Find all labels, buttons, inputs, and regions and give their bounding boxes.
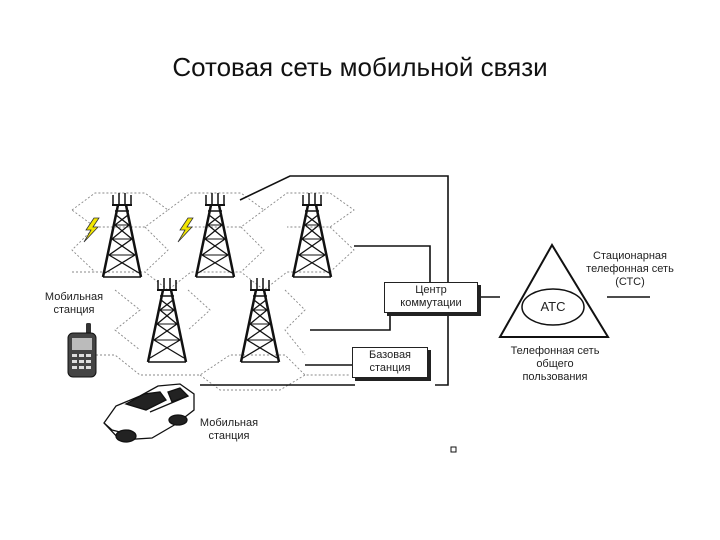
switching-center-label-2: коммутации: [400, 297, 462, 309]
base-station-box: Базовая станция: [352, 347, 428, 378]
stationary-network-label: Стационарная телефонная сеть (СТС): [580, 250, 680, 289]
stationary-network-line-2: телефонная сеть: [586, 263, 674, 275]
base-station-label-1: Базовая: [368, 349, 412, 361]
switching-center-label-1: Центр: [415, 284, 447, 296]
mobile-phone-icon: [67, 323, 97, 378]
public-network-line-2: общего: [536, 358, 574, 370]
mobile-station-label-left: Мобильная станция: [36, 291, 112, 317]
atc-circle: [521, 288, 585, 326]
lightning-icon: [177, 217, 194, 243]
public-network-line-3: пользования: [522, 371, 588, 383]
atc-label: АТС: [540, 299, 566, 314]
mobile-station-left-line-1: Мобильная: [44, 291, 104, 303]
cell-grid: [71, 192, 355, 391]
mobile-station-label-car: Мобильная станция: [191, 417, 267, 443]
tower-icon: [239, 276, 281, 364]
car-icon: [103, 383, 195, 443]
mobile-station-left-line-2: станция: [53, 304, 95, 316]
tower-icon: [146, 276, 188, 364]
connection-lines: [200, 175, 650, 386]
mobile-station-car-line-2: станция: [208, 430, 250, 442]
lightning-icon: [83, 217, 100, 243]
tower-icon: [194, 191, 236, 279]
tower-icon: [101, 191, 143, 279]
tower-icon: [291, 191, 333, 279]
public-network-label: Телефонная сеть общего пользования: [500, 345, 610, 384]
stationary-network-line-1: Стационарная: [593, 250, 667, 262]
base-station-label-2: станция: [369, 362, 411, 374]
mobile-station-car-line-1: Мобильная: [199, 417, 259, 429]
marker-square: [450, 446, 457, 453]
public-network-line-1: Телефонная сеть: [510, 345, 600, 357]
diagram-title: Сотовая сеть мобильной связи: [172, 52, 548, 82]
stationary-network-line-3: (СТС): [615, 276, 645, 288]
switching-center-box: Центр коммутации: [384, 282, 478, 313]
